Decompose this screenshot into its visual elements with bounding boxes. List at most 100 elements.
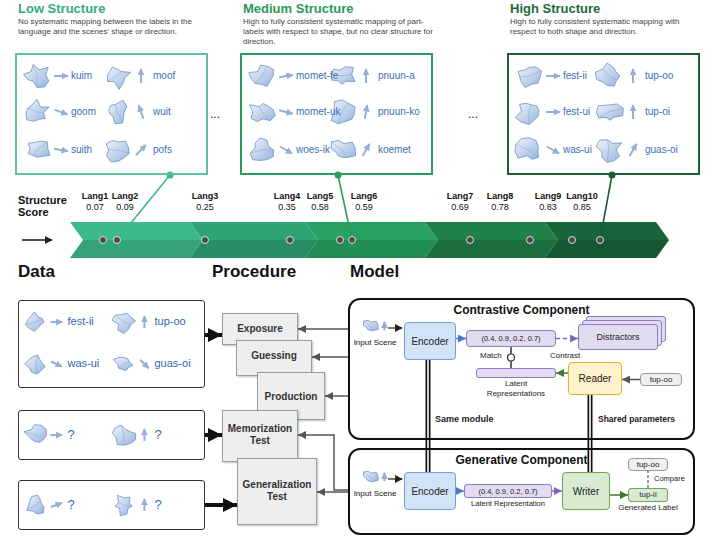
axis-title: Structure Score — [18, 194, 78, 218]
leader-dot — [609, 172, 616, 179]
score-band-shade — [305, 240, 438, 258]
group-description: High to fully consistent systematic mapp… — [243, 17, 433, 47]
language-name: Lang2 — [105, 191, 145, 201]
structure-score: 0.07 — [75, 202, 115, 212]
edge-label: Compare — [653, 474, 686, 483]
label-box: tup-oo — [628, 458, 668, 471]
direction-arrow — [54, 75, 68, 77]
scene-figure — [250, 103, 293, 121]
group-heading: Medium Structure — [243, 1, 354, 16]
box-text: (0.4, 0.9, 0.2, 0.7) — [481, 334, 540, 343]
scene-figure — [24, 64, 68, 87]
latent-bar: Latent Representations — [476, 368, 556, 398]
connector-group — [205, 505, 237, 506]
language-dot — [287, 237, 294, 244]
language-name: Lang7 — [440, 191, 480, 201]
box-text: tup-ii — [639, 490, 656, 500]
scene-shade — [607, 140, 609, 162]
scene-figure — [26, 99, 68, 121]
scene-shape — [24, 64, 49, 87]
direction-arrow — [139, 105, 144, 118]
scene-figure — [595, 63, 633, 86]
score-band — [190, 222, 318, 258]
direction-arrow — [630, 144, 637, 156]
caption-text: Latent Representation — [464, 499, 552, 508]
direction-arrow — [54, 149, 68, 151]
data-label: fest-ii — [68, 315, 94, 327]
score-band — [70, 222, 203, 258]
connector — [610, 494, 628, 496]
direction-arrow — [51, 361, 62, 366]
structure-score: 0.85 — [562, 202, 602, 212]
connector — [298, 328, 348, 330]
scene-shape — [113, 357, 133, 370]
edge-label: Same module — [434, 414, 495, 424]
label-box: tup-oo — [640, 373, 682, 386]
scene-shade — [25, 318, 42, 324]
connector — [556, 372, 568, 374]
scene-label: pofs — [153, 144, 172, 155]
box-text: Writer — [573, 486, 599, 497]
direction-arrow — [143, 429, 145, 441]
scene-shape — [518, 67, 541, 88]
scene-shape — [331, 141, 355, 158]
scene-label: moof — [153, 70, 175, 81]
connector-group — [556, 373, 568, 374]
language-name: Lang10 — [562, 191, 602, 201]
scene-figure — [596, 140, 636, 162]
box-text: Encoder — [411, 336, 448, 347]
scene-shade — [33, 64, 37, 87]
scene-shape — [595, 63, 620, 86]
language-dot — [597, 237, 604, 244]
direction-arrow — [363, 144, 370, 156]
connector-group — [317, 492, 348, 493]
scene-shade — [119, 362, 130, 368]
scene-shape — [596, 140, 621, 162]
ellipsis: ... — [210, 108, 220, 121]
generated-label: tup-iiGenerated Label — [612, 488, 684, 513]
writer-box: Writer — [562, 472, 610, 510]
scene-shape — [250, 103, 276, 121]
direction-arrow — [50, 321, 62, 323]
direction-arrow — [546, 75, 560, 77]
scene-shade — [119, 503, 132, 507]
connector-group — [428, 360, 429, 472]
procedure-name: Production — [260, 391, 322, 403]
structure-group: High StructureHigh to fully consistent s… — [507, 0, 700, 176]
scene-shade — [259, 107, 270, 121]
input-arrow — [388, 478, 402, 479]
data-label: guas-oi — [155, 357, 191, 369]
language-name: Lang5 — [300, 191, 340, 201]
connector — [205, 433, 222, 437]
language-dot — [202, 237, 209, 244]
direction-arrow — [140, 69, 142, 83]
procedure-name: Guessing — [239, 350, 309, 362]
scene-shape — [596, 104, 623, 120]
scene-shade — [250, 150, 274, 153]
scene-figure — [24, 425, 62, 443]
connector — [325, 395, 348, 397]
language-name: Lang6 — [344, 191, 384, 201]
direction-arrow — [383, 322, 385, 330]
box-text: tup-oo — [637, 460, 660, 469]
language-name: Lang3 — [185, 191, 225, 201]
scene-shade — [116, 104, 123, 123]
scene-shape — [106, 141, 129, 162]
scene-shape — [112, 313, 136, 333]
connector-group — [205, 435, 222, 436]
group-description: High to fully consistent systematic mapp… — [510, 17, 700, 37]
language-dot — [349, 237, 356, 244]
scene-shade — [332, 142, 348, 158]
connector-group — [312, 357, 348, 358]
connector-group — [556, 338, 578, 339]
structure-score: 0.78 — [480, 202, 520, 212]
group-heading: High Structure — [510, 1, 600, 16]
box-text: Reader — [579, 373, 612, 384]
scene-shape — [364, 471, 379, 481]
direction-arrow — [280, 147, 292, 154]
score-band-shade — [70, 240, 203, 258]
scene-shade — [364, 321, 373, 330]
double-line — [426, 360, 431, 472]
group-description: No systematic mapping between the labels… — [18, 17, 208, 37]
language-name: Lang9 — [528, 191, 568, 201]
